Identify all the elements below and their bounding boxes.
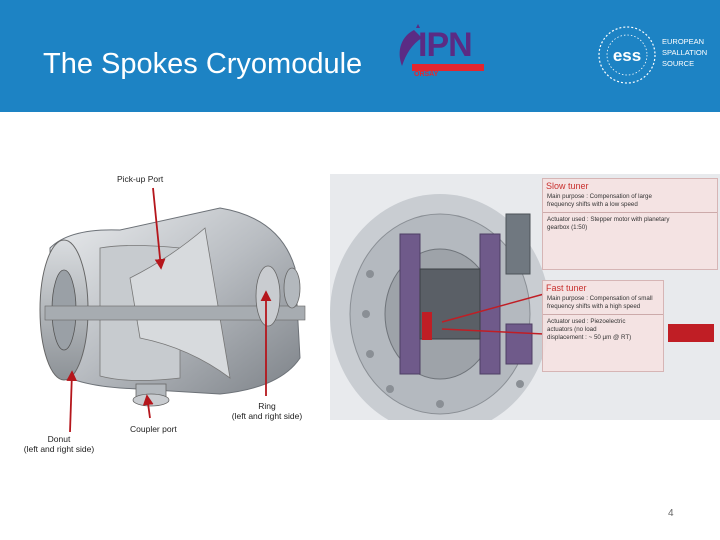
ess-line-1: EUROPEAN [662,37,705,46]
ess-line-2: SPALLATION [662,48,708,57]
fast-separator [543,314,663,315]
fast-actuator-line2: actuators (no load [547,326,597,333]
fast-tuner-purpose: Main purpose : Compensation of small fre… [543,294,663,312]
slow-tuner-callout: Slow tuner Main purpose : Compensation o… [542,178,718,270]
fast-tuner-callout: Fast tuner Main purpose : Compensation o… [542,280,664,372]
slow-purpose-line1: Main purpose : Compensation of large [547,193,652,200]
slow-actuator-line2: gearbox (1:50) [547,224,588,231]
label-donut-line2: (left and right side) [23,444,95,454]
label-donut-line1: Donut [47,434,71,444]
fast-tuner-actuator: Actuator used : Piezoelectric actuators … [543,317,663,343]
label-donut: Donut (left and right side) [14,434,104,454]
tuner-photo: Slow tuner Main purpose : Compensation o… [330,174,720,420]
fast-purpose-line1: Main purpose : Compensation of small [547,295,653,302]
header-banner [0,0,720,112]
ess-line-3: SOURCE [662,59,695,68]
fast-actuator-line3: displacement : ~ 50 µm @ RT) [547,334,632,341]
ipn-logo-text: IPN [418,26,473,64]
label-pickup-port: Pick-up Port [117,174,164,184]
fast-actuator-line1: Actuator used : Piezoelectric [547,318,626,325]
label-ring: Ring (left and right side) [222,401,312,421]
slow-purpose-line2: frequency shifts with a low speed [547,201,638,208]
ipn-logo-sub: ORSAY [414,71,439,78]
ess-logo: ess [598,26,656,84]
fast-tuner-title: Fast tuner [546,283,587,293]
ipn-logo [399,24,422,66]
label-ring-line1: Ring [258,401,276,411]
slow-separator [543,212,717,213]
slow-tuner-actuator: Actuator used : Stepper motor with plane… [543,215,717,233]
fast-purpose-line2: frequency shifts with a high speed [547,303,641,310]
slow-actuator-line1: Actuator used : Stepper motor with plane… [547,216,670,223]
page-number: 4 [668,508,674,519]
ess-logo-mark: ess [613,46,641,65]
ess-logo-text: EUROPEAN SPALLATION SOURCE [662,36,707,69]
label-coupler-port: Coupler port [130,424,177,434]
ipn-logo-band [412,64,484,71]
label-ring-line2: (left and right side) [231,411,303,421]
slide-title: The Spokes Cryomodule [43,48,363,80]
spoke-cavity-image [39,207,306,407]
slow-tuner-title: Slow tuner [546,181,589,191]
slow-tuner-purpose: Main purpose : Compensation of large fre… [543,192,717,210]
